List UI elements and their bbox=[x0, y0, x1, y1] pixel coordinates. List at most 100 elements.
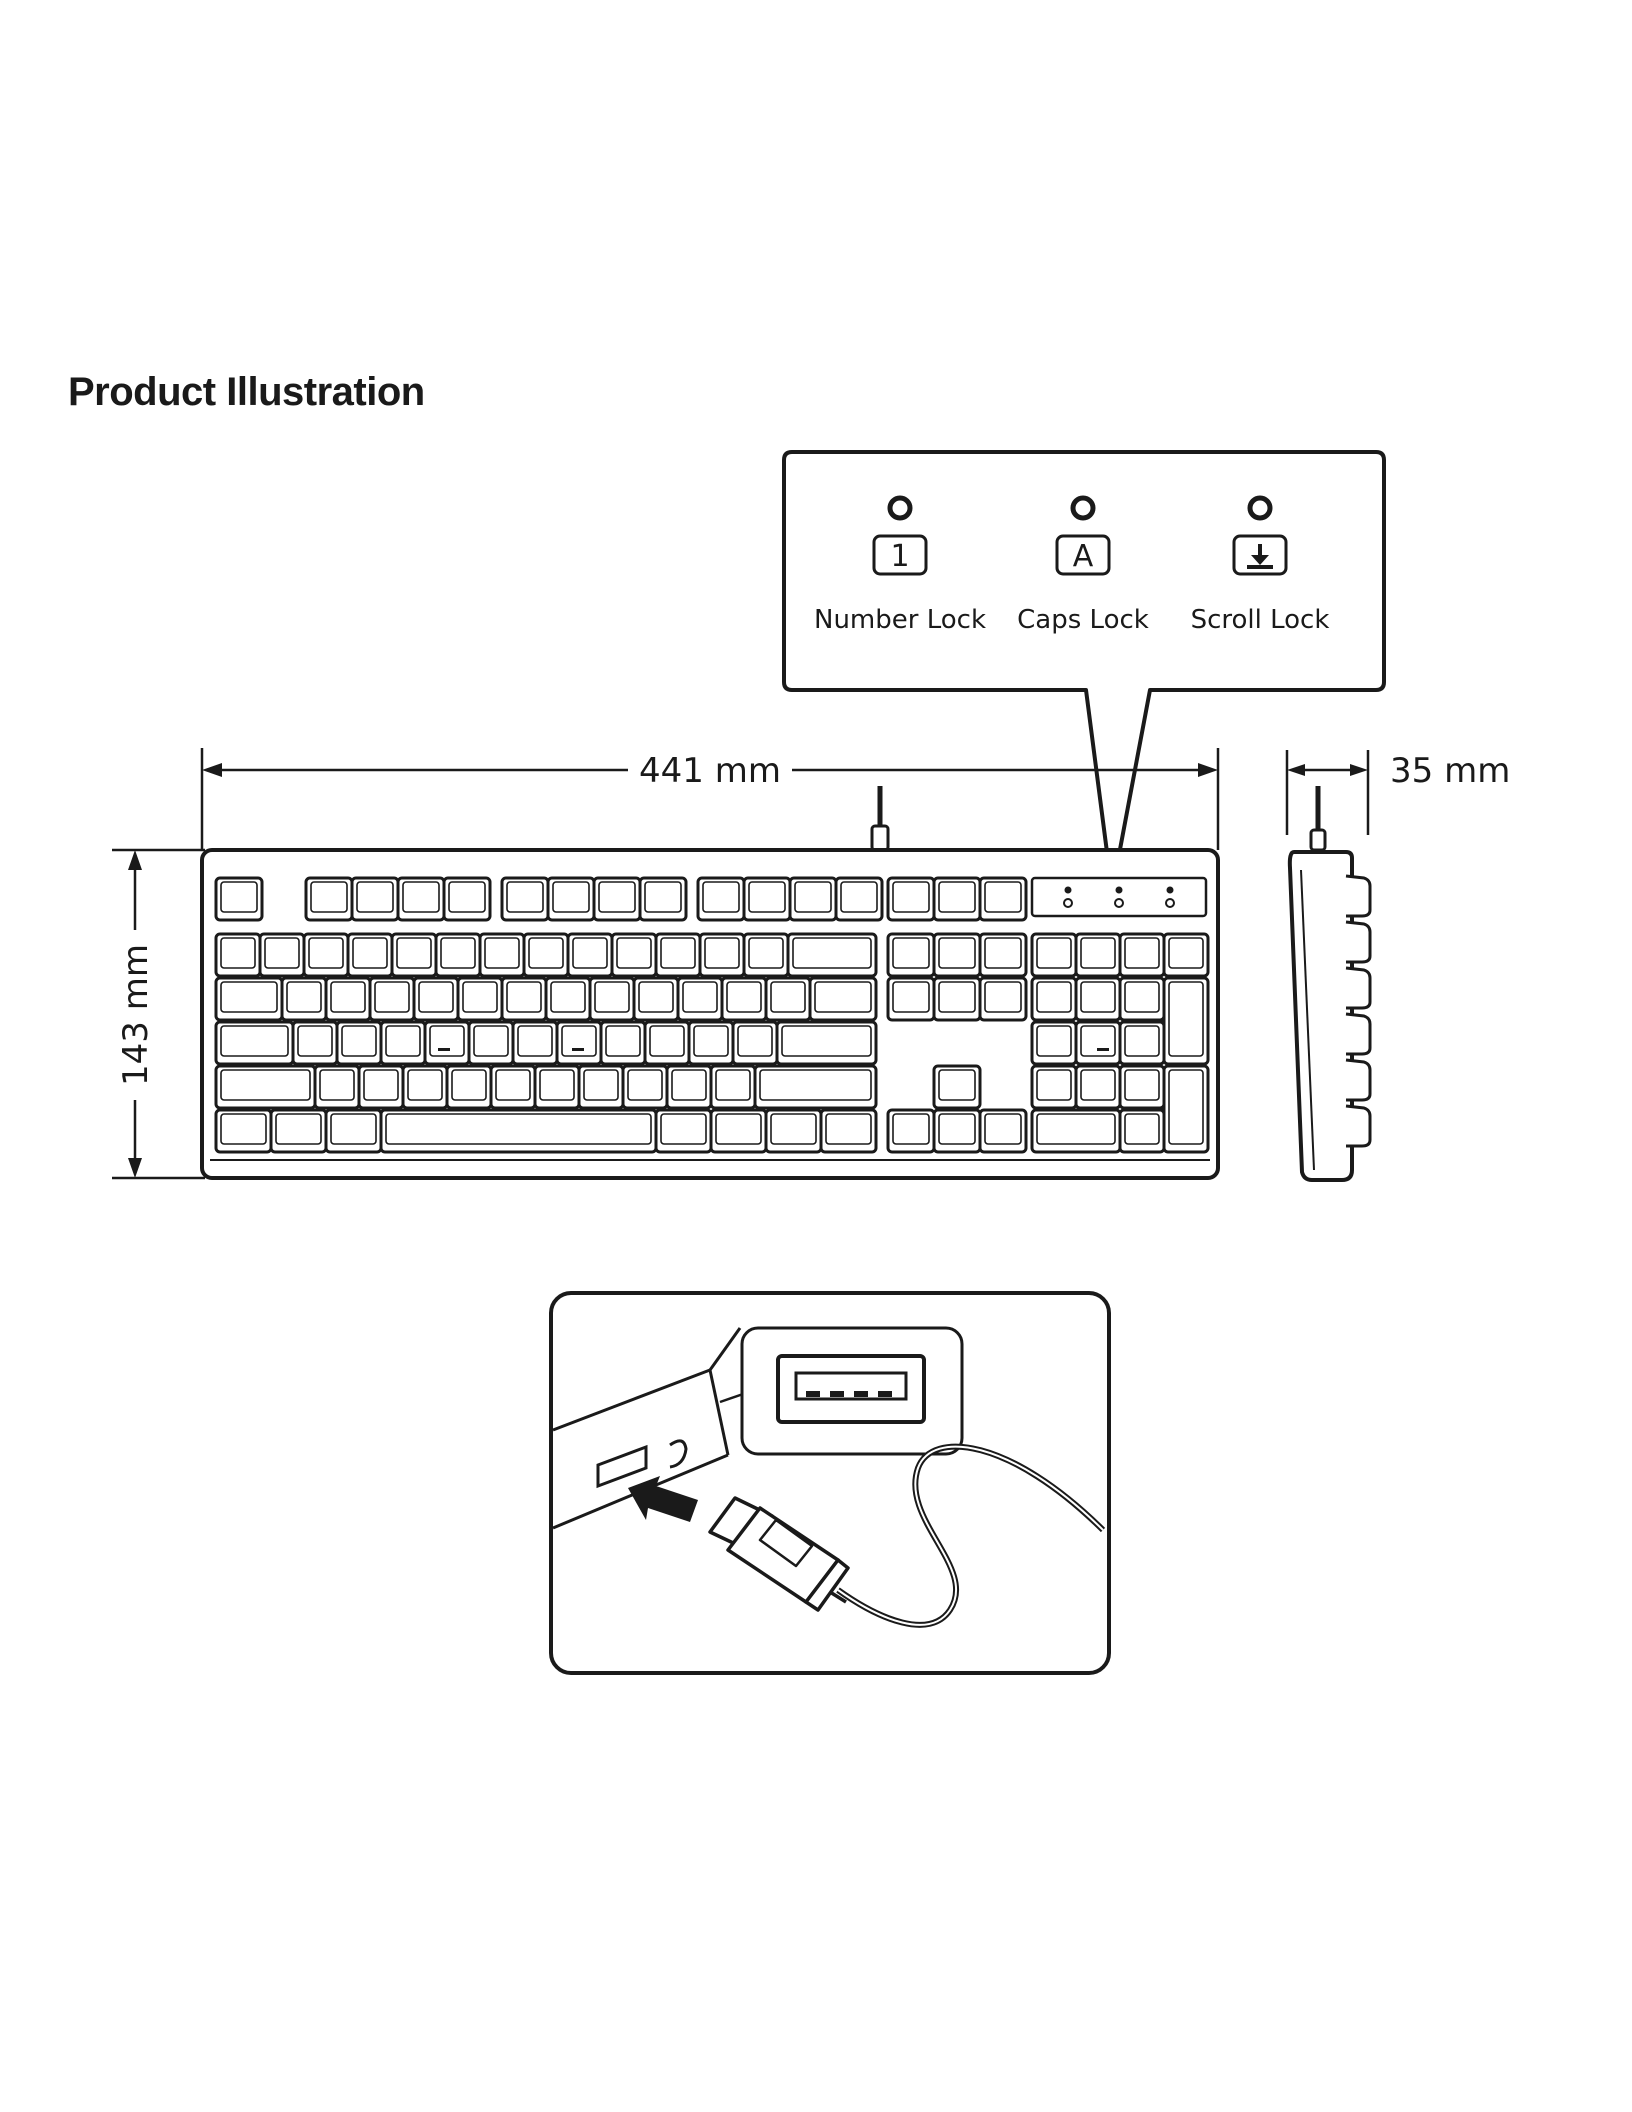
keycap bbox=[1032, 1066, 1076, 1108]
keycap bbox=[612, 934, 656, 976]
keycap bbox=[656, 1110, 711, 1152]
side-keycap bbox=[1346, 1106, 1370, 1146]
keycap bbox=[700, 934, 744, 976]
keycap bbox=[1120, 1022, 1164, 1064]
keycap bbox=[1164, 1066, 1208, 1152]
keycap bbox=[1164, 934, 1208, 976]
keycap bbox=[934, 978, 980, 1020]
keycap bbox=[579, 1066, 623, 1108]
keycap bbox=[535, 1066, 579, 1108]
keycap bbox=[513, 1022, 557, 1064]
keycap bbox=[1032, 1022, 1076, 1064]
keycap bbox=[744, 934, 788, 976]
keycap bbox=[216, 1022, 293, 1064]
keycap bbox=[398, 878, 444, 920]
keycap bbox=[689, 1022, 733, 1064]
keycap bbox=[980, 934, 1026, 976]
side-keycap bbox=[1346, 876, 1370, 916]
caps-lock-label: Caps Lock bbox=[1017, 605, 1149, 635]
keycap bbox=[444, 878, 490, 920]
home-bump bbox=[1097, 1048, 1109, 1051]
keycap bbox=[656, 934, 700, 976]
keycap bbox=[414, 978, 458, 1020]
home-bump bbox=[572, 1048, 584, 1051]
keycap bbox=[568, 934, 612, 976]
keycap bbox=[711, 1066, 755, 1108]
side-keycap bbox=[1346, 968, 1370, 1008]
keycap bbox=[359, 1066, 403, 1108]
keycap bbox=[524, 934, 568, 976]
width-dimension-label: 441 mm bbox=[639, 751, 781, 791]
number-lock-label: Number Lock bbox=[814, 605, 986, 635]
keycap bbox=[216, 1110, 271, 1152]
height-dimension-label: 143 mm bbox=[116, 944, 156, 1086]
keycap bbox=[755, 1066, 876, 1108]
caps-lock-glyph: A bbox=[1073, 539, 1094, 574]
keyboard-side-view bbox=[1290, 786, 1370, 1180]
side-keycap bbox=[1346, 922, 1370, 962]
keyboard-top-view bbox=[202, 786, 1218, 1178]
keycap bbox=[1076, 978, 1120, 1020]
keycap bbox=[546, 978, 590, 1020]
keycap bbox=[1032, 978, 1076, 1020]
keycap bbox=[810, 978, 876, 1020]
keycap bbox=[722, 978, 766, 1020]
usb-port-zoom bbox=[720, 1328, 962, 1454]
keycap bbox=[352, 878, 398, 920]
keycap bbox=[392, 934, 436, 976]
keycap bbox=[381, 1110, 656, 1152]
keycap bbox=[640, 878, 686, 920]
keycap bbox=[216, 878, 262, 920]
keycap bbox=[337, 1022, 381, 1064]
keycap bbox=[934, 1066, 980, 1108]
keycap bbox=[790, 878, 836, 920]
keycap bbox=[1120, 978, 1164, 1020]
number-lock-glyph: 1 bbox=[890, 539, 909, 574]
cable-strain-relief bbox=[872, 826, 888, 850]
keycap bbox=[403, 1066, 447, 1108]
keycap bbox=[888, 978, 934, 1020]
keycap bbox=[733, 1022, 777, 1064]
keycap bbox=[601, 1022, 645, 1064]
keycap bbox=[744, 878, 790, 920]
keycap bbox=[788, 934, 876, 976]
keycap bbox=[1076, 1022, 1120, 1064]
keycap bbox=[1120, 934, 1164, 976]
keycap bbox=[766, 978, 810, 1020]
keycap bbox=[548, 878, 594, 920]
callout-outline bbox=[784, 452, 1384, 860]
keycap bbox=[304, 934, 348, 976]
keycap bbox=[216, 934, 260, 976]
keycap bbox=[348, 934, 392, 976]
keycap bbox=[1076, 1066, 1120, 1108]
keycap bbox=[469, 1022, 513, 1064]
keycap bbox=[634, 978, 678, 1020]
side-profile bbox=[1290, 852, 1352, 1180]
keycap bbox=[980, 978, 1026, 1020]
usb-connection-panel bbox=[551, 1293, 1109, 1673]
keycap bbox=[293, 1022, 337, 1064]
keycap bbox=[306, 878, 352, 920]
keycap bbox=[370, 978, 414, 1020]
keycap bbox=[557, 1022, 601, 1064]
keycap bbox=[271, 1110, 326, 1152]
keycap bbox=[888, 1110, 934, 1152]
indicator-callout: 1 Number Lock A Caps Lock Scroll Lock bbox=[784, 452, 1384, 860]
keycap bbox=[381, 1022, 425, 1064]
keycap bbox=[766, 1110, 821, 1152]
keycap bbox=[836, 878, 882, 920]
side-keycap bbox=[1346, 1014, 1370, 1054]
keycap bbox=[645, 1022, 689, 1064]
keycap bbox=[447, 1066, 491, 1108]
keycap bbox=[315, 1066, 359, 1108]
keycap bbox=[678, 978, 722, 1020]
keycap bbox=[502, 878, 548, 920]
keycap bbox=[216, 1066, 315, 1108]
keycap bbox=[502, 978, 546, 1020]
keycap bbox=[326, 1110, 381, 1152]
keycap bbox=[934, 1110, 980, 1152]
keycap bbox=[216, 978, 282, 1020]
keycap bbox=[711, 1110, 766, 1152]
keyboard-led-strip bbox=[1032, 878, 1206, 916]
